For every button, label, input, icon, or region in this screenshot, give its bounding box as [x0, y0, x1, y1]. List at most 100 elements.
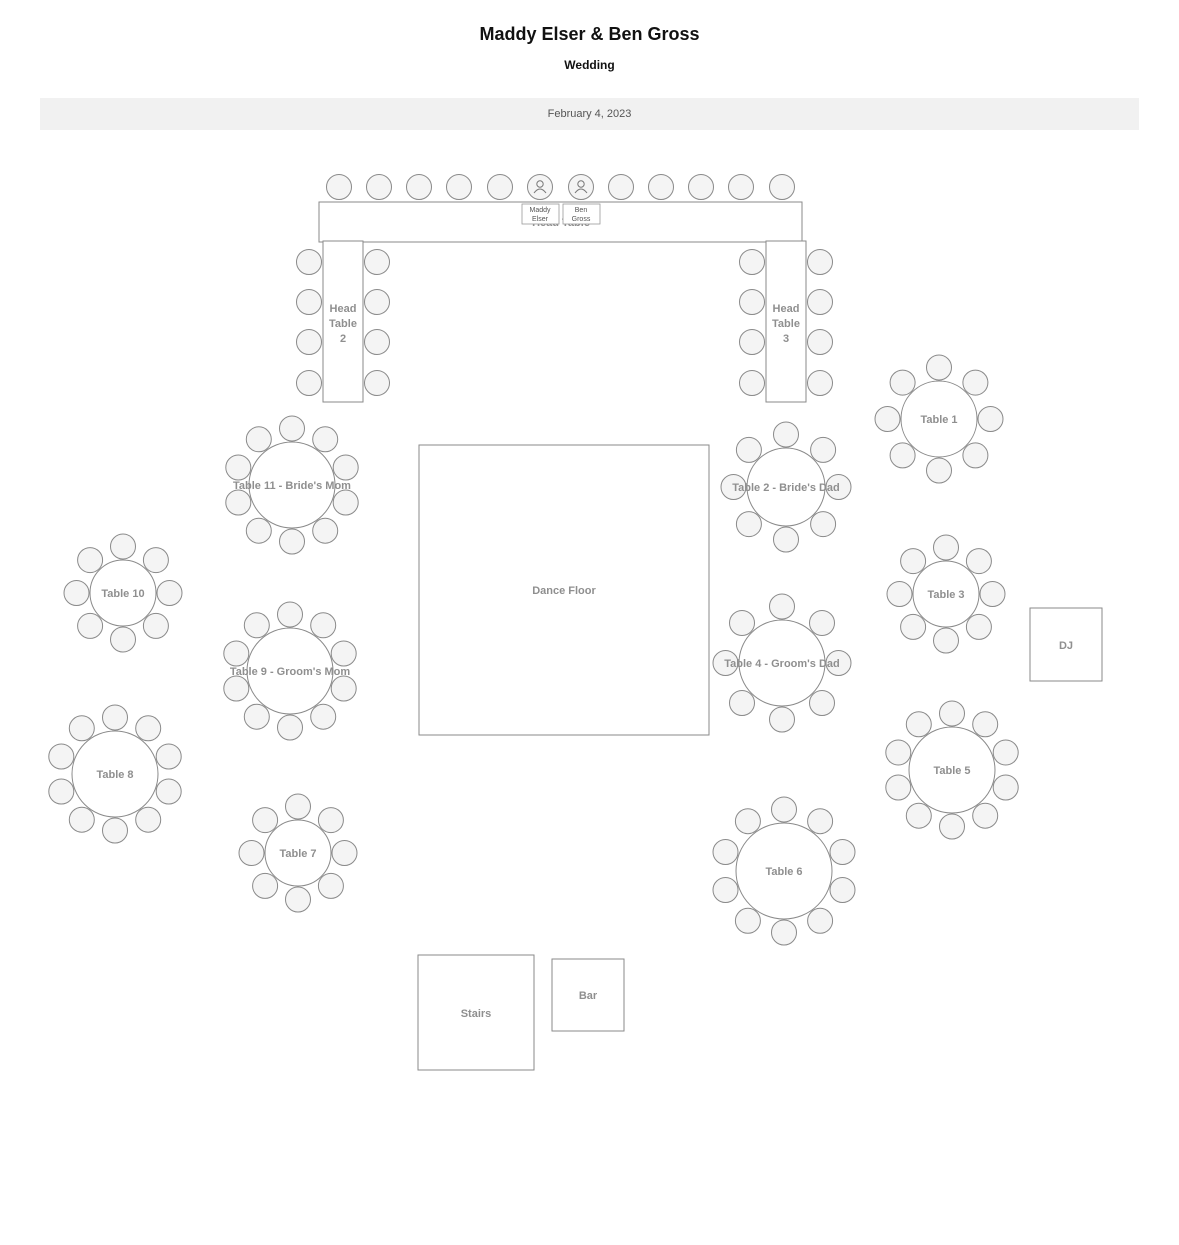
seat[interactable] [972, 802, 999, 829]
seat[interactable] [332, 489, 359, 516]
seat[interactable] [366, 174, 392, 200]
seat[interactable] [712, 877, 739, 903]
seat[interactable] [156, 580, 183, 606]
dance-floor[interactable]: Dance Floor [418, 444, 710, 736]
seat[interactable] [223, 675, 250, 702]
seat[interactable] [225, 489, 252, 516]
seat[interactable] [962, 442, 989, 469]
seat[interactable] [285, 886, 311, 913]
seat[interactable] [110, 533, 136, 560]
seat[interactable] [810, 436, 837, 463]
table-3[interactable]: Table 3 [886, 534, 1006, 654]
seat[interactable] [807, 249, 833, 275]
seat[interactable] [63, 580, 90, 606]
seat[interactable] [769, 174, 795, 200]
seat[interactable] [807, 907, 834, 934]
seat[interactable] [68, 806, 95, 833]
seat[interactable] [807, 289, 833, 315]
seat[interactable] [926, 457, 952, 484]
table-surface[interactable] [908, 726, 996, 814]
seat[interactable] [688, 174, 714, 200]
seat[interactable] [77, 547, 104, 574]
seat[interactable] [243, 703, 270, 730]
seat[interactable] [720, 474, 747, 500]
seat[interactable] [885, 774, 912, 801]
seat[interactable] [245, 517, 272, 544]
seat[interactable] [728, 174, 754, 200]
seat[interactable] [310, 612, 337, 639]
seat[interactable] [155, 743, 182, 770]
table-surface[interactable] [322, 240, 364, 403]
seat[interactable] [992, 739, 1019, 766]
seat[interactable] [825, 650, 852, 676]
seat[interactable] [406, 174, 432, 200]
seat[interactable] [364, 329, 390, 355]
seat[interactable] [48, 778, 75, 805]
table-4[interactable]: Table 4 - Groom's Dad [712, 593, 852, 733]
table-surface[interactable] [900, 380, 978, 458]
seat[interactable] [364, 249, 390, 275]
bar-area[interactable] [551, 958, 625, 1032]
table-8[interactable]: Table 8 [48, 704, 182, 844]
seat[interactable] [739, 289, 765, 315]
table-surface[interactable] [738, 619, 826, 707]
table-2[interactable]: Table 2 - Bride's Dad [720, 421, 852, 553]
seat[interactable] [735, 436, 762, 463]
seat[interactable] [773, 526, 799, 553]
seat[interactable] [285, 793, 311, 820]
table-surface[interactable] [765, 240, 807, 403]
seat[interactable] [135, 806, 162, 833]
seat[interactable] [905, 711, 932, 738]
table-surface[interactable] [912, 560, 980, 628]
seat[interactable] [296, 249, 322, 275]
seat[interactable] [734, 907, 761, 934]
seat[interactable] [102, 817, 128, 844]
seat[interactable] [729, 610, 755, 636]
seat[interactable] [225, 454, 252, 481]
seat[interactable] [277, 714, 303, 741]
seat[interactable] [77, 612, 104, 639]
seat[interactable] [905, 802, 932, 829]
seat[interactable] [885, 739, 912, 766]
seat[interactable] [965, 548, 992, 575]
dj-area[interactable] [1029, 607, 1103, 682]
seat[interactable] [807, 329, 833, 355]
seat[interactable] [364, 370, 390, 396]
table-9[interactable]: Table 9 - Groom's Mom [223, 601, 357, 741]
seat[interactable] [939, 813, 965, 840]
seat[interactable] [926, 354, 952, 381]
seat[interactable] [809, 690, 835, 716]
seat[interactable] [992, 774, 1019, 801]
seat[interactable] [487, 174, 513, 200]
seat[interactable] [829, 877, 856, 903]
seat[interactable] [142, 547, 169, 574]
seat[interactable] [326, 174, 352, 200]
seat[interactable] [332, 454, 359, 481]
stairs[interactable]: Stairs [417, 954, 535, 1071]
seat[interactable] [729, 690, 755, 716]
seat[interactable] [712, 650, 739, 676]
table-1[interactable]: Table 1 [874, 354, 1004, 484]
seat[interactable] [364, 289, 390, 315]
seat[interactable] [252, 872, 279, 899]
seat[interactable] [735, 511, 762, 538]
seat[interactable] [317, 807, 344, 834]
seat[interactable] [965, 613, 992, 640]
seat[interactable] [769, 593, 795, 620]
table-surface[interactable] [71, 730, 159, 818]
seat[interactable] [608, 174, 634, 200]
seat[interactable] [279, 528, 305, 555]
seat[interactable] [110, 626, 136, 653]
head-table-surface[interactable] [318, 201, 803, 243]
seat[interactable] [874, 406, 901, 432]
seat[interactable] [807, 370, 833, 396]
seat[interactable] [142, 612, 169, 639]
seat[interactable] [769, 706, 795, 733]
seat[interactable] [972, 711, 999, 738]
seat[interactable] [243, 612, 270, 639]
seat[interactable] [331, 840, 358, 866]
table-5[interactable]: Table 5 [885, 700, 1019, 840]
seat[interactable] [296, 329, 322, 355]
